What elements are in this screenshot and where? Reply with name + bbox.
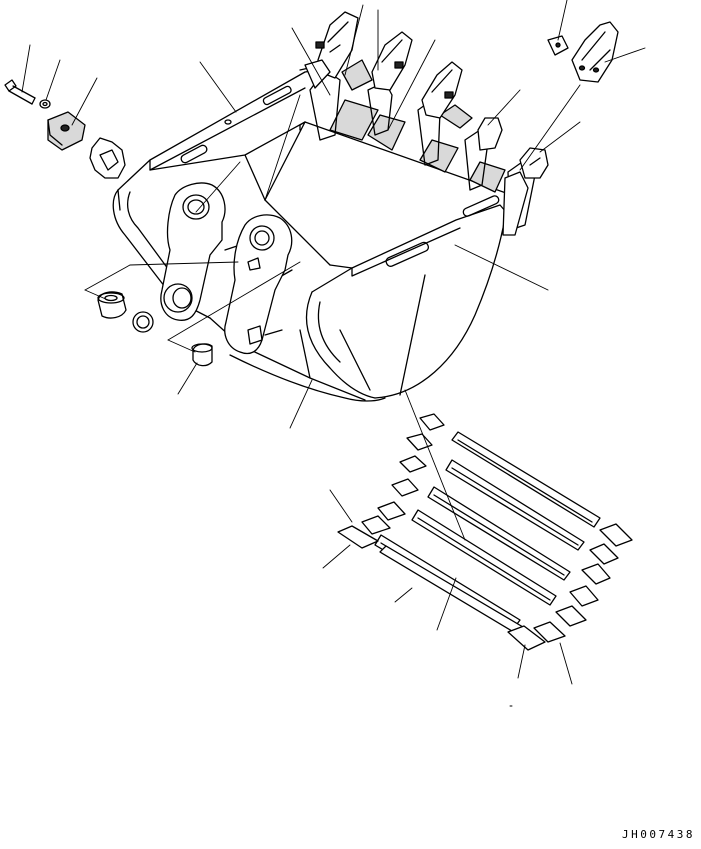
- side-slots: [180, 85, 500, 267]
- drawing-code: JH007438: [622, 828, 695, 841]
- leader-lines: [21, 0, 646, 707]
- hinge-brackets: [160, 182, 293, 355]
- wear-plates: [337, 413, 633, 651]
- bucket-teeth: [304, 11, 549, 236]
- exploded-hardware: [4, 79, 213, 367]
- exploded-tooth: [547, 21, 619, 83]
